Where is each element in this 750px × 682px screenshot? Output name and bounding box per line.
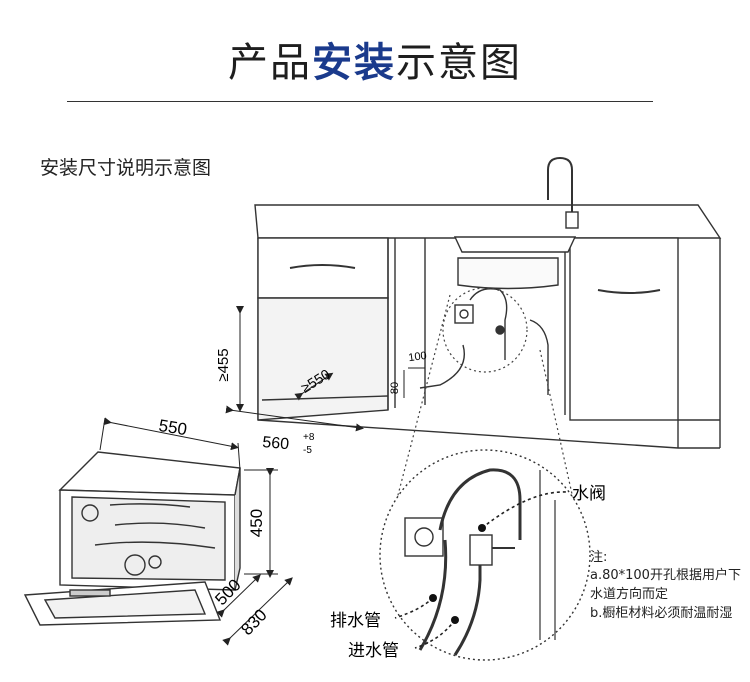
- detail-circle: [379, 449, 591, 661]
- dim-height: 450: [247, 509, 266, 537]
- dishwasher: [23, 451, 241, 626]
- dim-width: 550: [157, 416, 188, 439]
- callout-drain: 排水管: [330, 611, 381, 631]
- dishwasher-dimensions: [99, 417, 293, 646]
- dim-height-min: ≥455: [215, 348, 232, 381]
- dim-width-tol-plus: +8: [303, 432, 315, 443]
- page-title: 产品安装示意图: [0, 30, 750, 88]
- notes-title: 注:: [590, 550, 608, 565]
- title-part-2: 示意图: [396, 40, 522, 86]
- note-b: b.橱柜材料必须耐温耐湿: [590, 606, 733, 621]
- dim-opening-100: 100: [408, 350, 428, 364]
- title-accent: 安装: [312, 40, 396, 86]
- dim-width-tol-minus: -5: [303, 445, 312, 456]
- cabinet-dimensions: [225, 306, 425, 432]
- callout-inlet: 进水管: [348, 641, 399, 661]
- callout-valve: 水阀: [572, 484, 606, 504]
- dim-opening-80: 80: [389, 382, 401, 394]
- subtitle: 安装尺寸说明示意图: [40, 157, 212, 179]
- valve-dot: [478, 524, 486, 532]
- kitchen-cabinet: [254, 156, 722, 449]
- dim-width-base: 560: [262, 434, 290, 453]
- drain-dot: [429, 594, 437, 602]
- title-part-1: 产品: [228, 40, 312, 86]
- callout-leaders: [394, 491, 569, 649]
- title-divider: [67, 101, 653, 102]
- dim-depth-open: 830: [237, 605, 270, 639]
- inlet-dot: [451, 616, 459, 624]
- note-a: a.80*100开孔根据用户下水道方向而定: [590, 568, 741, 602]
